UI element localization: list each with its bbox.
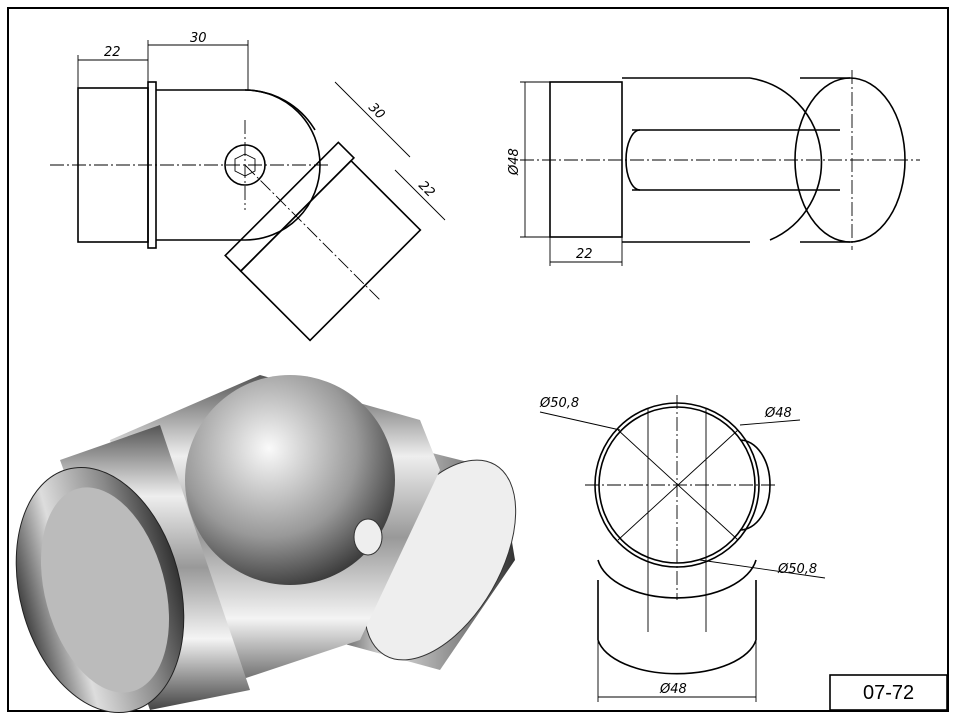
hex-socket-icon: [353, 518, 383, 556]
drawing-code: 07-72: [863, 682, 914, 704]
drawing-frame: [7, 7, 949, 712]
dim-30-a: 30: [190, 31, 207, 46]
dim-diameter-48-b: Ø48: [659, 682, 687, 697]
dim-22-c: 22: [576, 247, 593, 262]
end-view: Ø50,8 Ø48 Ø50,8 Ø48: [539, 395, 826, 702]
dim-diameter-48-a: Ø48: [764, 406, 792, 421]
drawing-code-box: [829, 674, 948, 711]
side-view: 22 30 30 22: [50, 31, 446, 342]
dim-22-b: 22: [415, 178, 437, 200]
dim-30-b: 30: [365, 100, 387, 122]
top-view: Ø48 22: [507, 70, 920, 266]
3d-render: [15, 375, 517, 714]
dim-diameter-50-8-b: Ø50,8: [777, 562, 817, 577]
dim-diameter-48: Ø48: [507, 148, 522, 176]
dim-22-a: 22: [104, 45, 121, 60]
dim-diameter-50-8-a: Ø50,8: [539, 396, 579, 411]
